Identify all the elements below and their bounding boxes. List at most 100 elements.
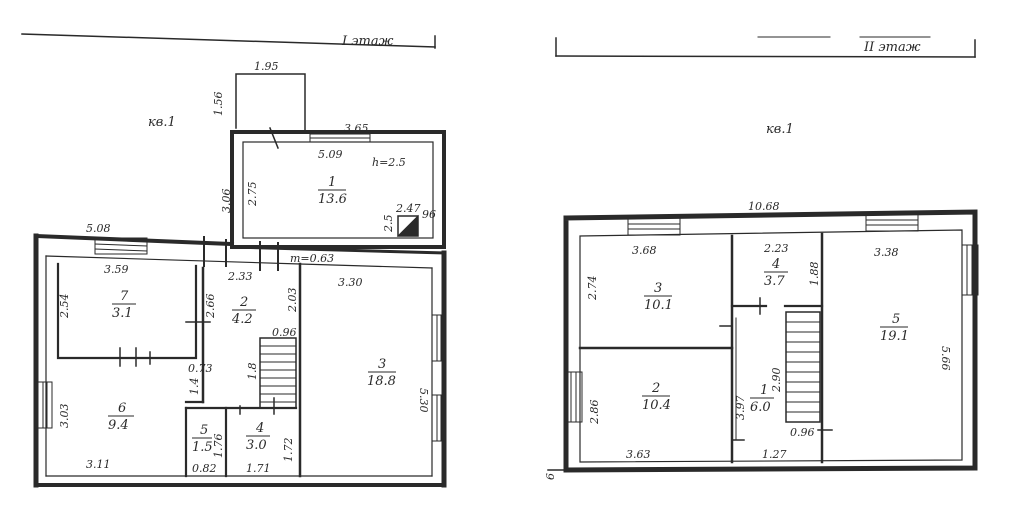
svg-text:4: 4 [255,421,264,436]
f2-room-5-label: 5 19.1 [880,312,909,344]
dim-r1-note: h=2.5 [372,156,406,169]
svg-text:4.2: 4.2 [231,312,253,327]
floor1-dimensions: 1.95 1.56 3.65 5.09 h=2.5 3.06 2.75 2.47… [58,60,436,475]
f2-room-2-label: 2 10.4 [642,381,671,413]
svg-text:9.4: 9.4 [108,418,129,433]
stairs-floor1 [259,337,297,409]
floor1-partitions [56,236,302,478]
floor2-outer-walls [547,209,978,473]
dim-top-left: 5.08 [86,222,111,235]
svg-text:13.6: 13.6 [318,192,347,207]
dim-r2-s: 0.96 [272,326,297,339]
dim-r7-h: 2.54 [58,294,71,320]
room-3-label: 3 18.8 [367,357,396,389]
dim-porch-w: 1.95 [254,60,279,73]
svg-text:5: 5 [200,423,208,438]
dim-r3-h: 5.30 [417,388,430,413]
dim-r6-w: 3.11 [86,458,111,471]
dim-r1-h-out: 3.06 [220,189,233,214]
dim-r1-window: 3.65 [344,122,369,135]
dim-r5-w: 0.82 [192,462,217,475]
dim-r3-w: 3.30 [338,276,363,289]
floor2-partitions [578,232,833,464]
svg-text:3.7: 3.7 [764,274,785,289]
stair-mark [396,214,419,237]
floor1-plan [33,73,447,488]
dim-r4-h: 1.72 [282,438,295,463]
floor2-windows [565,213,979,423]
svg-text:2: 2 [239,295,248,310]
floor2-title: II этаж [863,40,921,55]
svg-text:19.1: 19.1 [880,329,909,344]
dim-r2-st: 1.8 [246,363,259,381]
dim2-r3-h: 2.74 [586,276,599,302]
room-4-label: 4 3.0 [246,421,270,453]
dim2-top: 10.68 [748,200,780,213]
floor2-apartment-label: кв.1 [766,122,794,137]
svg-text:3.1: 3.1 [112,306,133,321]
dim-stair-a: 2.47 [395,202,421,215]
dim-m: m=0.63 [290,252,334,265]
dim-r2-a: 0.73 [188,362,213,375]
floor2-plan [547,209,979,473]
f2-room-3-label: 3 10.1 [644,281,673,313]
svg-text:1: 1 [328,175,336,190]
svg-text:18.8: 18.8 [367,374,396,389]
dim-stair-b: 2.5 [382,215,395,234]
room-1-label: 1 13.6 [318,175,347,207]
dim2-r1-w: 1.27 [762,448,787,461]
svg-text:3.0: 3.0 [246,438,267,453]
window-top-left [94,237,148,255]
f2-room-4-label: 4 3.7 [764,257,788,289]
dim2-side: 6 [544,473,557,480]
window-right [431,314,447,442]
dim-r1-top: 5.09 [318,148,343,161]
dim-r7-h2: 2.66 [204,294,217,320]
dim2-r4-h: 1.88 [808,262,821,287]
svg-text:6.0: 6.0 [750,400,771,415]
floor1-apartment-label: кв.1 [148,115,176,130]
dim-r7-w: 3.59 [104,263,129,276]
svg-text:2: 2 [651,381,660,396]
dim-porch-h: 1.56 [212,92,225,117]
dim-r5-h: 1.76 [212,434,225,459]
dim2-r5-h: 5.66 [939,346,952,371]
dim-r6-h: 3.03 [58,404,71,429]
dim-r2-h: 2.03 [286,288,299,314]
f2-room-1-label: 1 6.0 [750,383,774,415]
floor1-title: I этаж [341,34,394,49]
floor2-room-labels: 1 6.0 2 10.4 3 10.1 4 3.7 5 19.1 [642,257,909,415]
svg-text:7: 7 [120,289,129,304]
svg-text:1: 1 [760,383,768,398]
room-1-walls [230,127,446,249]
dim2-r1-stair: 2.90 [770,368,783,394]
dim-r1-h-in: 2.75 [246,182,259,208]
floor1-title-frame [21,33,436,49]
porch [235,73,306,133]
dim2-r4-w: 2.23 [763,242,789,255]
dim-r4-w: 1.71 [246,462,271,475]
room-6-label: 6 9.4 [108,401,134,433]
svg-text:3: 3 [654,281,662,296]
dim2-r1-h: 3.97 [734,396,747,421]
room-5-label: 5 1.5 [192,423,213,455]
floor1-room-labels: 1 13.6 2 4.2 3 18.8 4 3.0 5 1.5 6 9.4 [108,175,396,455]
dim2-r3-w: 3.68 [632,244,657,257]
dim2-r1-s: 0.96 [790,426,815,439]
svg-text:10.1: 10.1 [644,298,673,313]
svg-text:6: 6 [118,401,126,416]
svg-text:5: 5 [892,312,900,327]
dim2-r2-w: 3.63 [626,448,651,461]
room-7-label: 7 3.1 [112,289,136,321]
svg-text:10.4: 10.4 [642,398,671,413]
stairs-floor2 [785,311,821,423]
dim-stair-c: 96 [422,208,436,221]
dim2-r2-h: 2.86 [588,400,601,426]
dim-r2-w: 2.33 [227,270,253,283]
svg-text:1.5: 1.5 [192,440,213,455]
floor-headers: I этаж II этаж [341,34,921,55]
dim-r2-b: 1.4 [188,378,201,396]
dim2-r5-w: 3.38 [874,246,899,259]
svg-text:4: 4 [771,257,780,272]
